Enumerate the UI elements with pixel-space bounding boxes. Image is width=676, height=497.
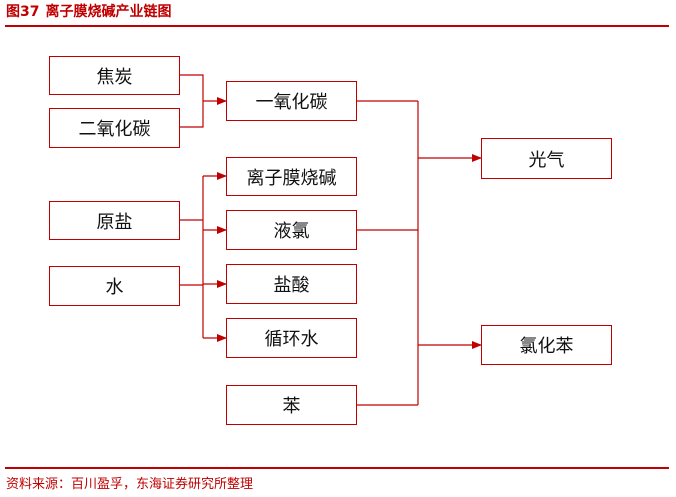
- bottom-divider: [5, 467, 669, 469]
- node-hydrochloric-acid: 盐酸: [226, 264, 357, 304]
- node-carbon-dioxide: 二氧化碳: [49, 108, 180, 148]
- figure-title: 图37 离子膜烧碱产业链图: [6, 3, 171, 21]
- node-coke: 焦炭: [49, 56, 180, 95]
- node-water: 水: [49, 266, 180, 306]
- top-divider: [5, 25, 669, 27]
- node-circulating-water: 循环水: [226, 318, 357, 358]
- node-phosgene: 光气: [481, 138, 612, 179]
- node-benzene: 苯: [226, 385, 357, 425]
- node-liquid-chlorine: 液氯: [226, 210, 357, 250]
- node-chlorobenzene: 氯化苯: [481, 325, 612, 365]
- node-caustic-soda: 离子膜烧碱: [226, 157, 357, 196]
- node-salt: 原盐: [49, 201, 180, 240]
- edge-coke: [180, 74, 204, 101]
- figure-title-text: 离子膜烧碱产业链图: [45, 4, 172, 20]
- source-note: 资料来源：百川盈孚，东海证券研究所整理: [6, 477, 254, 492]
- node-carbon-monoxide: 一氧化碳: [226, 81, 357, 121]
- figure-number: 图37: [6, 4, 40, 20]
- edge-co2: [180, 101, 204, 128]
